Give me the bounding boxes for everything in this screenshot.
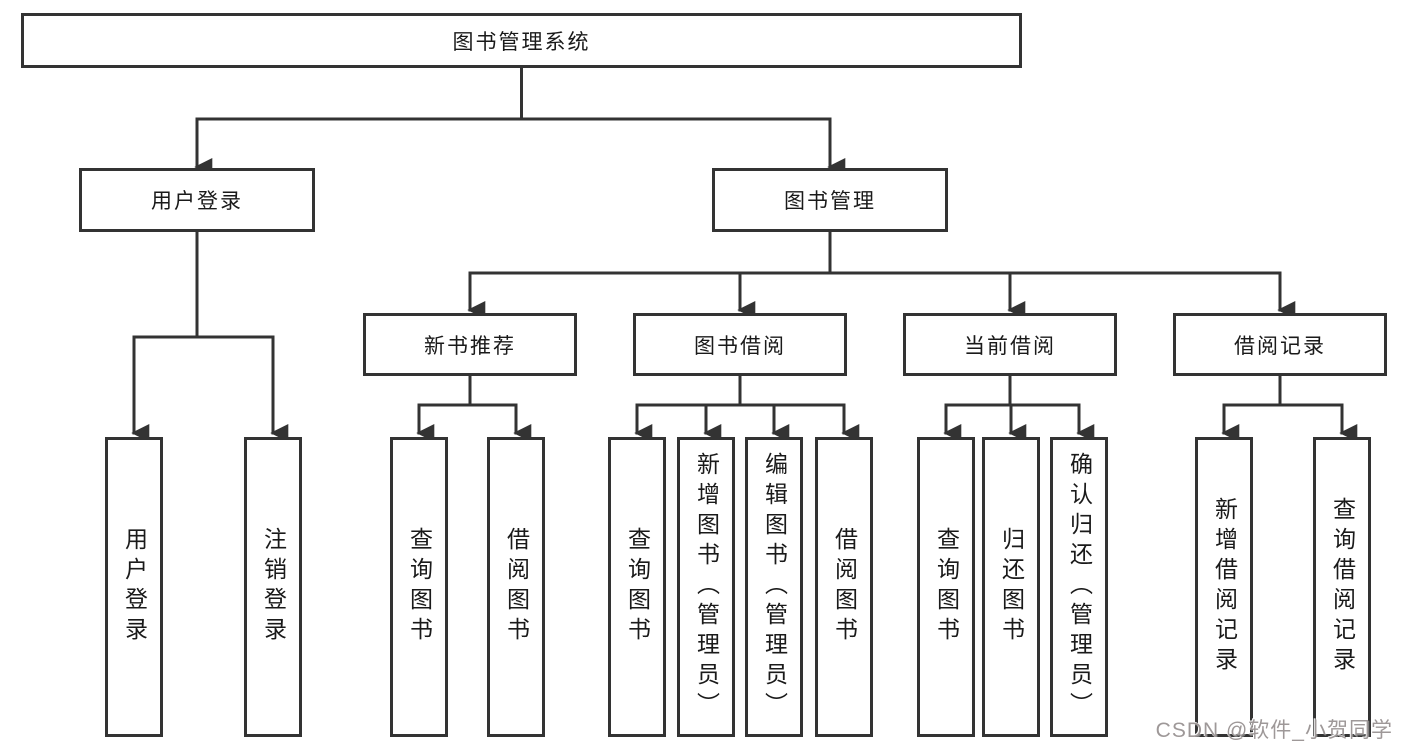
leaf-user-login: 用户登录 <box>105 437 163 737</box>
leaf-bb-query-books: 查询图书 <box>608 437 666 737</box>
tree-branch-lines <box>132 66 1344 407</box>
leaf-bb-borrow-books-label: 借阅图书 <box>831 527 858 647</box>
leaf-cb-query-books-label: 查询图书 <box>933 527 960 647</box>
leaf-bb-edit-books-admin: 编辑图书（管理员） <box>745 437 803 737</box>
leaf-bb-add-books-admin: 新增图书（管理员） <box>677 437 735 737</box>
leaf-nbr-query-books-label: 查询图书 <box>406 527 433 647</box>
leaf-nbr-borrow-books-label: 借阅图书 <box>503 527 530 647</box>
node-user-login: 用户登录 <box>79 168 315 232</box>
leaf-bb-query-books-label: 查询图书 <box>624 527 651 647</box>
node-root: 图书管理系统 <box>21 13 1022 68</box>
leaf-nbr-borrow-books: 借阅图书 <box>487 437 545 737</box>
leaf-cb-confirm-return-admin-label: 确认归还（管理员） <box>1066 452 1093 722</box>
leaf-cb-query-books: 查询图书 <box>917 437 975 737</box>
leaf-nbr-query-books: 查询图书 <box>390 437 448 737</box>
arrow-down-icons <box>131 117 1358 442</box>
leaf-user-login-label: 用户登录 <box>121 527 148 647</box>
leaf-br-query-record: 查询借阅记录 <box>1313 437 1371 737</box>
node-current-borrow: 当前借阅 <box>903 313 1117 376</box>
leaf-cb-confirm-return-admin: 确认归还（管理员） <box>1050 437 1108 737</box>
leaf-logout-label: 注销登录 <box>260 527 287 647</box>
leaf-cb-return-books: 归还图书 <box>982 437 1040 737</box>
leaf-br-query-record-label: 查询借阅记录 <box>1329 497 1356 677</box>
leaf-bb-borrow-books: 借阅图书 <box>815 437 873 737</box>
leaf-bb-edit-books-admin-label: 编辑图书（管理员） <box>761 452 788 722</box>
csdn-watermark: CSDN @软件_小贺同学 <box>1155 719 1393 742</box>
node-new-book-recommend: 新书推荐 <box>363 313 577 376</box>
leaf-logout: 注销登录 <box>244 437 302 737</box>
leaf-br-add-record: 新增借阅记录 <box>1195 437 1253 737</box>
node-book-management: 图书管理 <box>712 168 948 232</box>
node-borrow-records: 借阅记录 <box>1173 313 1387 376</box>
leaf-br-add-record-label: 新增借阅记录 <box>1211 497 1238 677</box>
leaf-bb-add-books-admin-label: 新增图书（管理员） <box>693 452 720 722</box>
leaf-cb-return-books-label: 归还图书 <box>998 527 1025 647</box>
node-book-borrow: 图书借阅 <box>633 313 847 376</box>
